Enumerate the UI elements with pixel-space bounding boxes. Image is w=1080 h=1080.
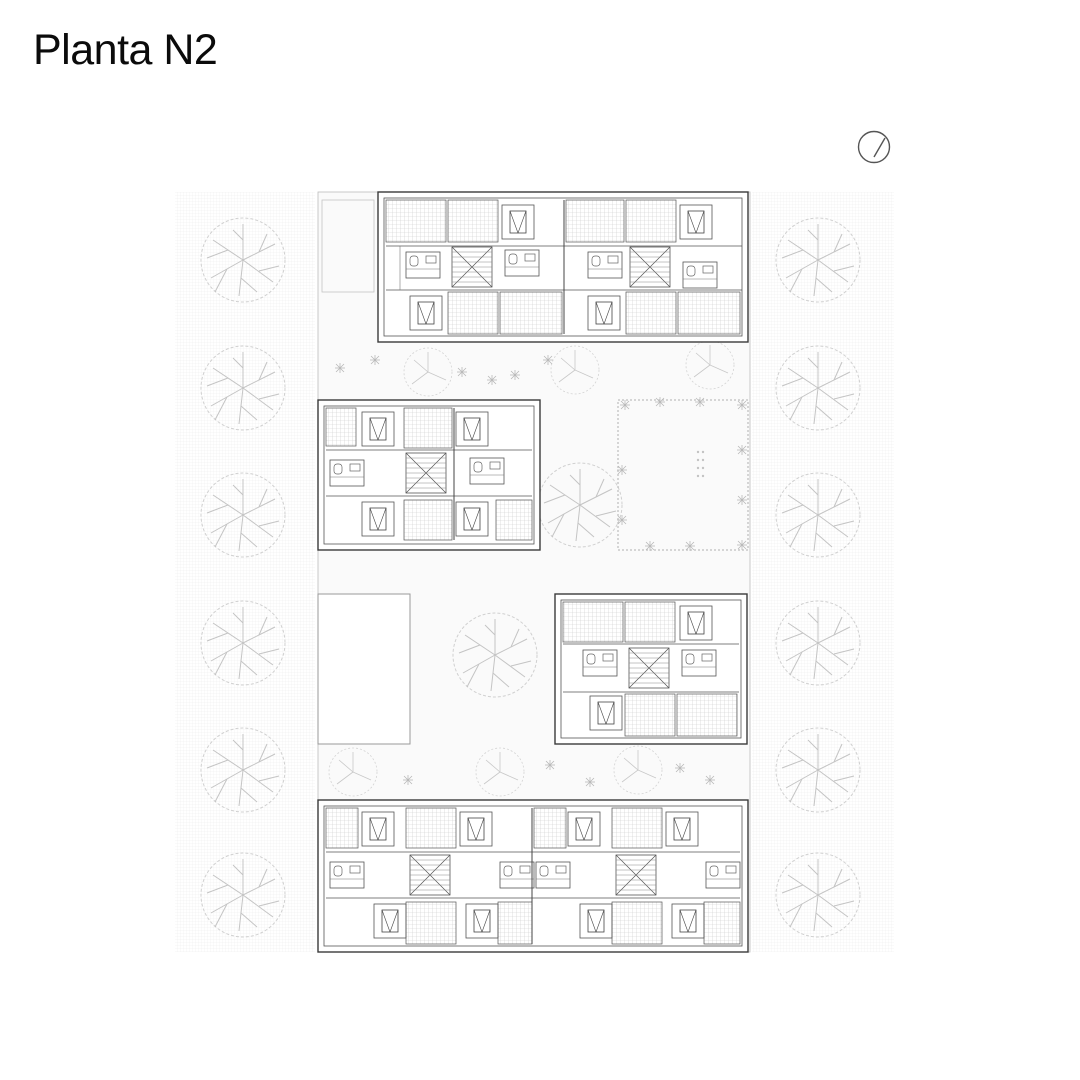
- site-strip-east: [752, 192, 894, 952]
- housing-block-north: [377, 191, 749, 343]
- housing-block-west: [317, 399, 541, 551]
- north-arrow-icon: [857, 130, 891, 164]
- terrace-north: [321, 199, 375, 293]
- pergola-square: [616, 396, 749, 552]
- page-title: Planta N2: [33, 26, 218, 74]
- open-plot: [317, 593, 411, 745]
- site-strip-west: [175, 192, 315, 952]
- housing-block-south: [317, 799, 749, 953]
- housing-block-east: [554, 593, 748, 745]
